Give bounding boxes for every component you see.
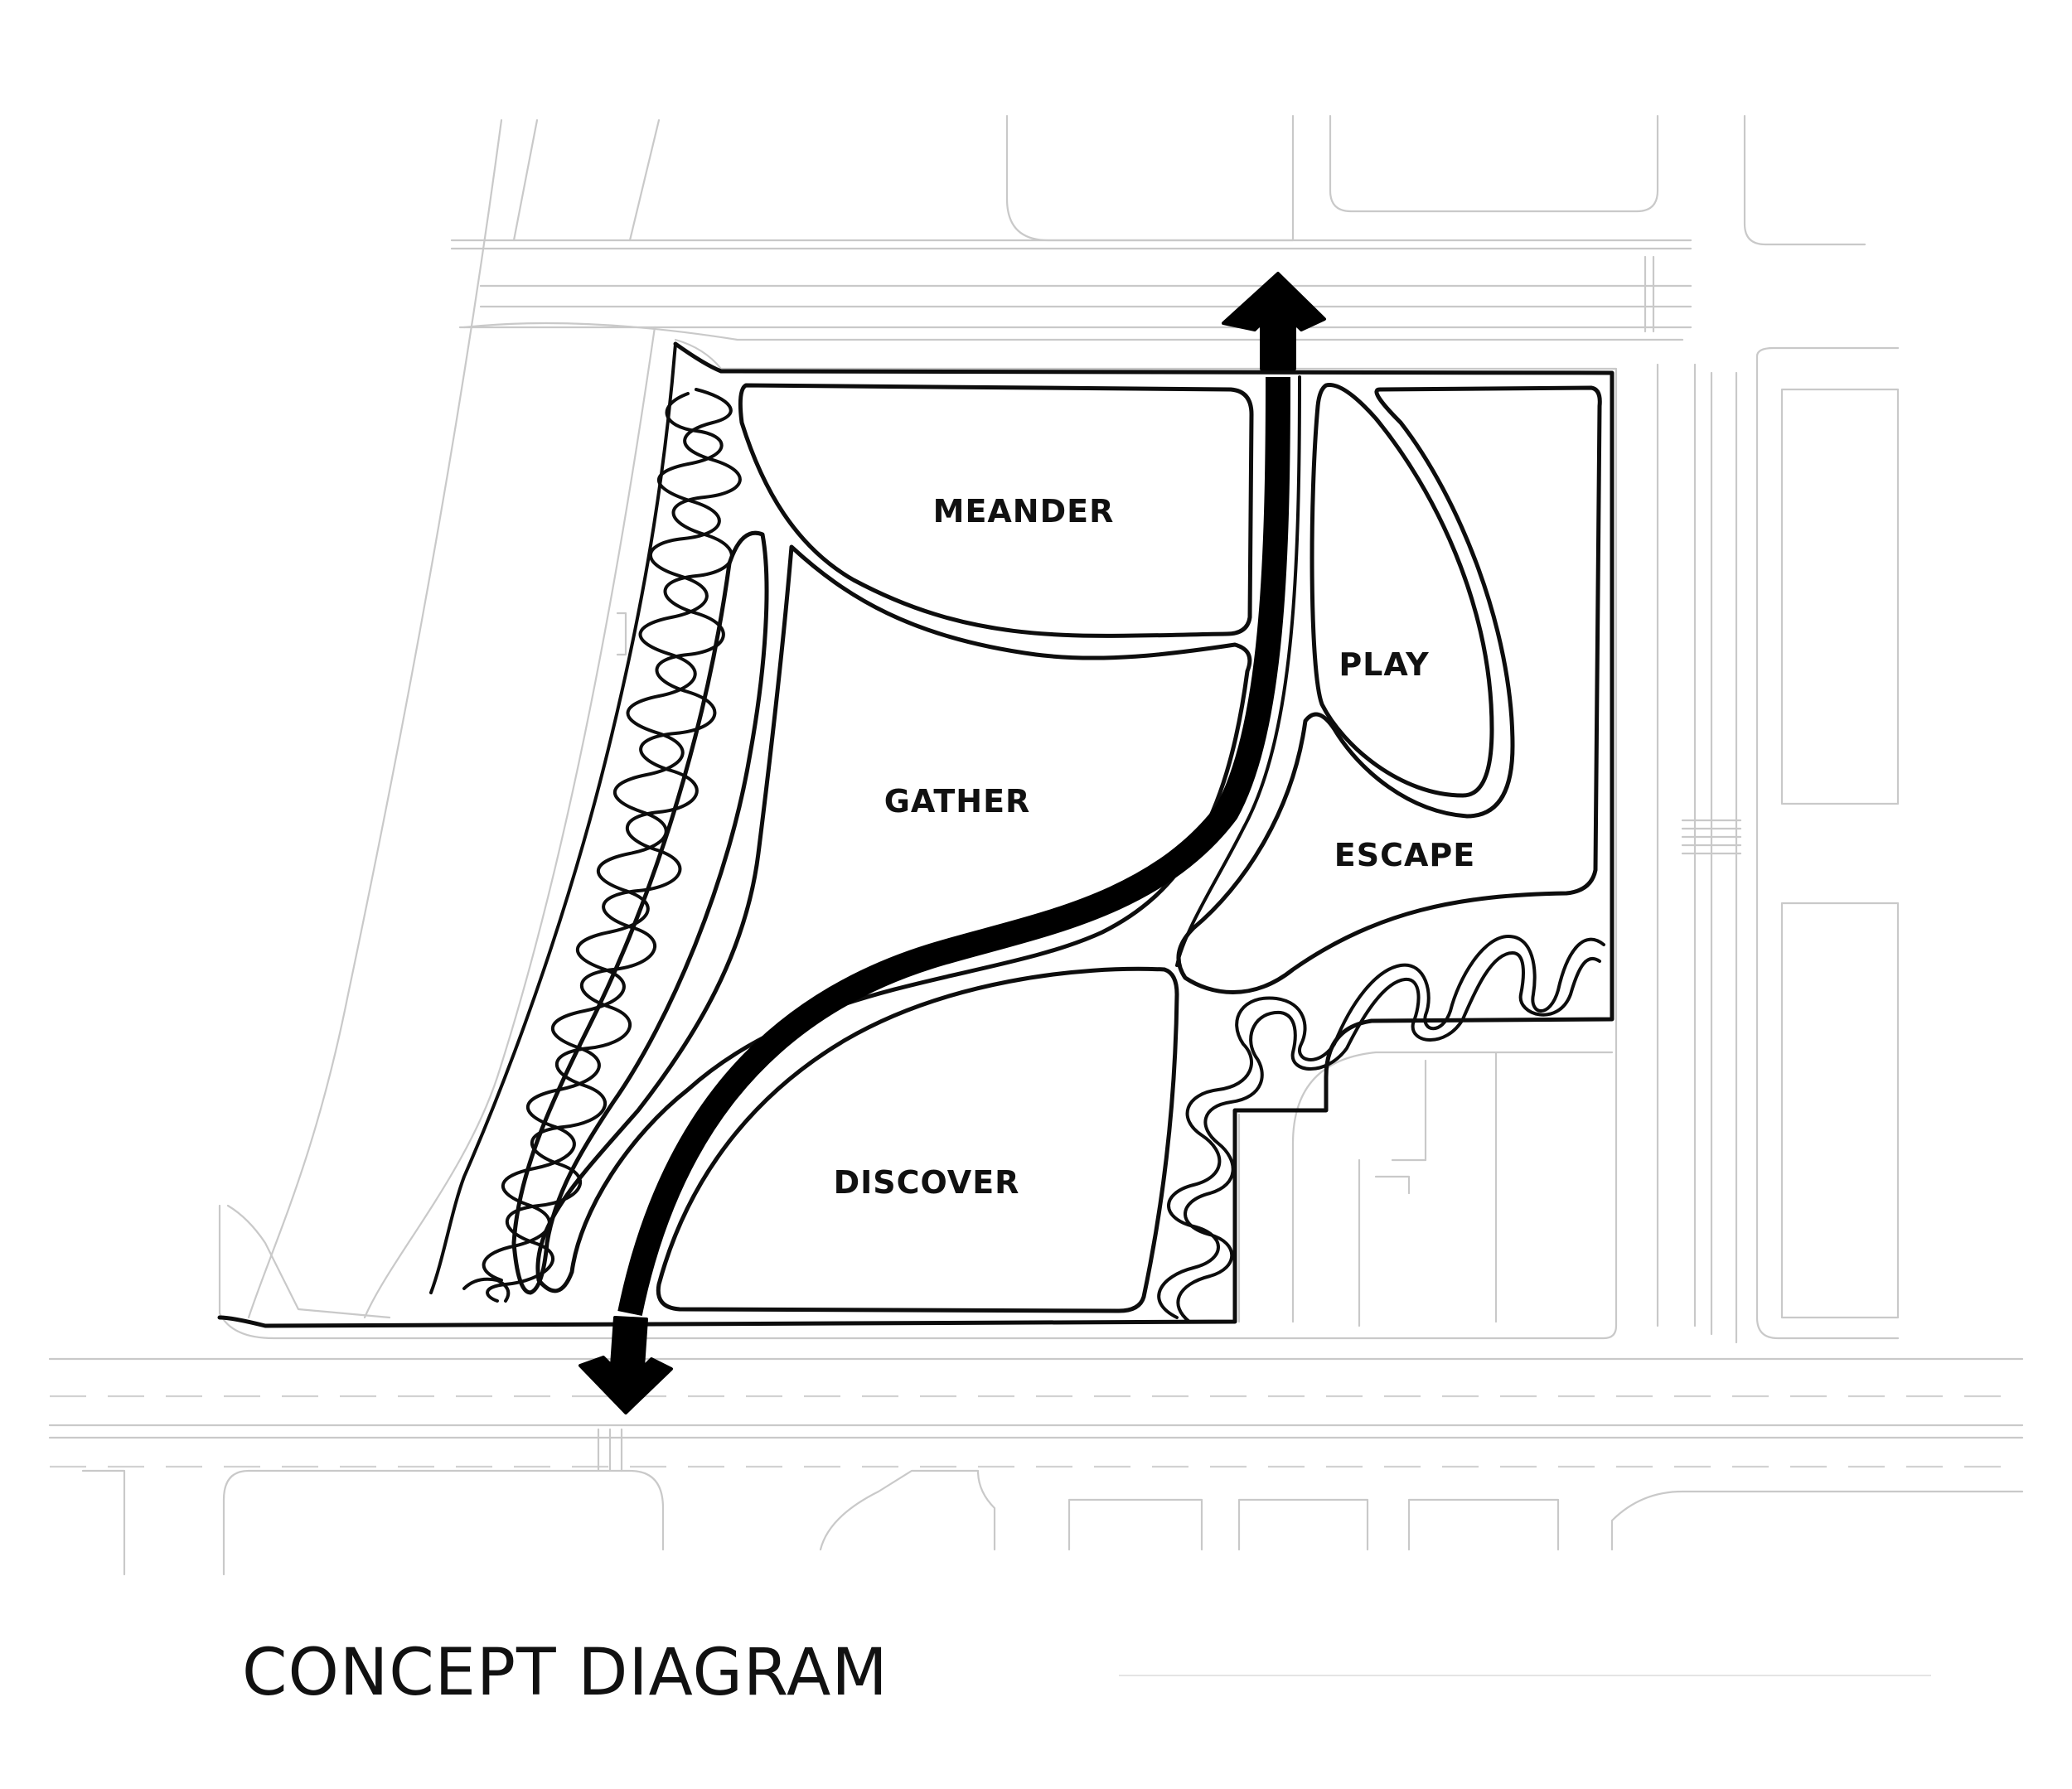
building-bottom-2 — [819, 1469, 996, 1551]
concept-layer — [217, 272, 1615, 1414]
crosswalk-top — [1644, 255, 1655, 333]
existing-building-lower-right — [1237, 1051, 1614, 1323]
label-discover: DISCOVER — [834, 1164, 1020, 1201]
diagram-title: CONCEPT DIAGRAM — [242, 1636, 888, 1710]
label-escape: ESCAPE — [1334, 837, 1475, 873]
southeast-planting-wiggle-a — [1157, 935, 1605, 1319]
zone-discover-outline — [656, 966, 1179, 1313]
building-top-2 — [1329, 114, 1659, 213]
site-edge-left — [429, 342, 677, 1294]
street-line-top — [450, 239, 1692, 329]
crosswalk-right — [1681, 819, 1742, 855]
building-right-frame — [1755, 346, 1900, 1340]
river-edge-2 — [363, 326, 656, 1319]
zone-play-outline — [1310, 383, 1494, 798]
building-top-3 — [1743, 114, 1866, 246]
building-right-2 — [1780, 902, 1900, 1319]
arrow-south — [579, 1316, 673, 1414]
building-bottom-1 — [81, 1469, 665, 1576]
river-edge-1 — [247, 118, 503, 1319]
crosswalk-bottom — [597, 1428, 623, 1472]
building-bottom-5 — [1407, 1498, 1560, 1551]
west-strip-outline — [511, 530, 769, 1295]
west-planting-wiggle-a — [486, 388, 742, 1303]
southeast-planting-wiggle-b — [1176, 951, 1601, 1323]
zone-escape-outline — [1176, 385, 1602, 994]
building-bottom-6 — [1610, 1490, 2024, 1551]
existing-building-inner — [1358, 1158, 1427, 1327]
spine-border-right — [1175, 375, 1301, 967]
zone-meander-outline — [738, 383, 1254, 638]
street-line-top-2 — [462, 322, 1684, 341]
context-layer — [48, 114, 2024, 1576]
main-spine-path — [617, 376, 1290, 1317]
building-bottom-4 — [1237, 1498, 1369, 1551]
label-play: PLAY — [1339, 646, 1429, 683]
west-planting-wiggle-b — [482, 392, 724, 1282]
label-gather: GATHER — [884, 783, 1031, 820]
building-top-1 — [1005, 114, 1295, 242]
building-right-1 — [1780, 388, 1900, 805]
label-meander: MEANDER — [933, 493, 1115, 529]
street-line-bottom-2 — [48, 1424, 2024, 1439]
site-left-corner — [226, 1204, 391, 1319]
site-boundary — [218, 338, 1618, 1340]
zone-gather-outline — [535, 544, 1252, 1293]
arrow-north — [1222, 272, 1326, 370]
zone-labels: MEANDER GATHER PLAY ESCAPE DISCOVER — [834, 493, 1475, 1201]
building-top-left — [512, 118, 661, 242]
building-bottom-3 — [1067, 1498, 1203, 1551]
southwest-corner-detail — [462, 1277, 511, 1303]
site-notch — [616, 612, 627, 656]
